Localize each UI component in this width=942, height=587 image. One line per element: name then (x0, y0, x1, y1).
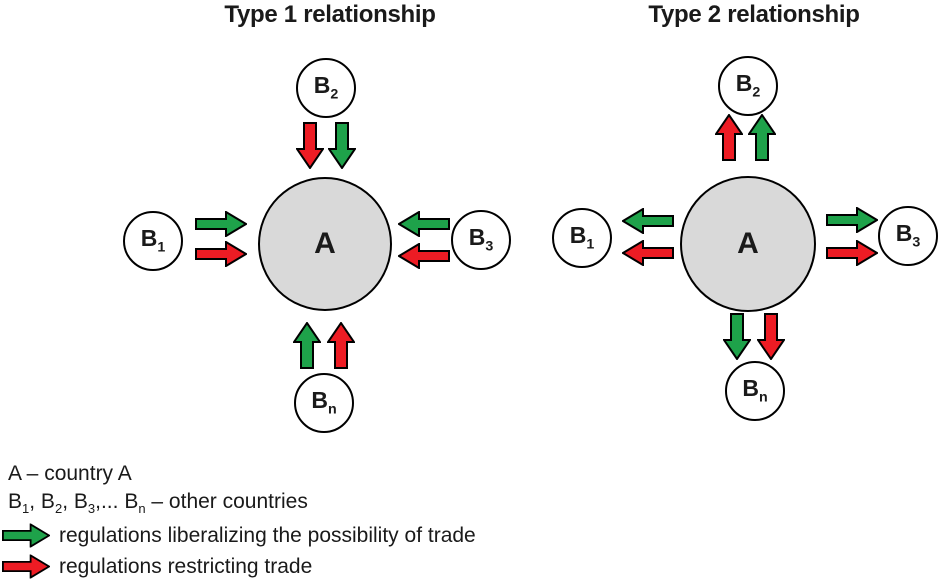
b3-subscript: 3 (912, 234, 921, 251)
b1-subscript: 1 (157, 239, 166, 256)
legend-b: ,... B (95, 490, 139, 513)
type2-node-b3: B3 (878, 206, 938, 266)
legend-sub-2: 2 (54, 501, 63, 517)
bn-letter: B (311, 387, 328, 414)
legend-sub-3: 3 (87, 501, 96, 517)
b2-subscript: 2 (330, 86, 339, 103)
type2-left-red-arrow (622, 240, 674, 266)
bn-subscript: n (327, 401, 337, 418)
type2-node-bn-label: Bn (742, 377, 767, 405)
legend-red-label: regulations restricting trade (59, 554, 313, 578)
type1-left-red-arrow (195, 241, 247, 267)
type2-bottom-green-arrow (723, 313, 751, 360)
type1-bottom-red-arrow (327, 322, 355, 369)
bn-subscript: n (758, 389, 768, 406)
green-arrow-icon (2, 523, 50, 548)
legend-other-countries-text: – other countries (145, 490, 308, 513)
type2-top-green-arrow (748, 114, 776, 161)
type2-right-red-arrow (826, 240, 878, 266)
type1-left-green-arrow (195, 211, 247, 237)
bn-letter: B (742, 375, 759, 402)
type2-right-green-arrow (826, 207, 878, 233)
type1-node-b2: B2 (296, 58, 356, 118)
legend-sub-n: n (138, 501, 146, 517)
type2-top-red-arrow (715, 114, 743, 161)
type2-node-b1: B1 (552, 208, 612, 268)
type2-node-b1-label: B1 (570, 224, 595, 252)
type1-right-green-arrow (398, 211, 450, 237)
legend-green-label: regulations liberalizing the possibility… (59, 523, 476, 547)
b3-letter: B (895, 220, 913, 247)
type1-node-bn: Bn (294, 373, 354, 433)
legend-line-other-countries: B1, B2, B3,... Bn – other countries (8, 489, 308, 515)
type1-right-red-arrow (398, 243, 450, 269)
type1-node-a-label: A (314, 227, 336, 260)
legend-line-country-a: A – country A (8, 462, 132, 485)
b1-letter: B (140, 225, 158, 252)
legend-b: B (8, 490, 23, 513)
type1-node-b2-label: B2 (314, 74, 339, 102)
b2-subscript: 2 (752, 84, 761, 101)
type2-title: Type 2 relationship (648, 1, 860, 28)
type1-top-red-arrow (296, 122, 324, 169)
b2-letter: B (735, 70, 753, 97)
type2-node-bn: Bn (725, 361, 785, 421)
type1-top-green-arrow (328, 122, 356, 169)
type1-node-b3: B3 (451, 210, 511, 270)
type1-node-a: A (258, 177, 392, 311)
legend-green-row: regulations liberalizing the possibility… (2, 523, 476, 548)
type2-node-b2-label: B2 (736, 72, 761, 100)
legend-b: , B (62, 490, 88, 513)
type1-node-b3-label: B3 (469, 226, 494, 254)
type2-node-a-label: A (737, 227, 759, 260)
type1-node-b1-label: B1 (141, 227, 166, 255)
legend-red-row: regulations restricting trade (2, 554, 312, 579)
legend-sub-1: 1 (22, 501, 30, 517)
type1-node-b1: B1 (123, 211, 183, 271)
type2-node-a: A (680, 176, 816, 312)
type2-node-b3-label: B3 (896, 222, 921, 250)
b3-letter: B (468, 224, 486, 251)
b2-letter: B (313, 72, 331, 99)
type2-left-green-arrow (622, 208, 674, 234)
legend-b: , B (29, 490, 55, 513)
b1-subscript: 1 (586, 236, 595, 253)
type2-bottom-red-arrow (757, 313, 785, 360)
b3-subscript: 3 (485, 238, 494, 255)
type2-node-b2: B2 (718, 56, 778, 116)
b1-letter: B (569, 222, 587, 249)
type1-title: Type 1 relationship (224, 1, 436, 28)
type1-node-bn-label: Bn (311, 389, 336, 417)
red-arrow-icon (2, 554, 50, 579)
type1-bottom-green-arrow (293, 322, 321, 369)
